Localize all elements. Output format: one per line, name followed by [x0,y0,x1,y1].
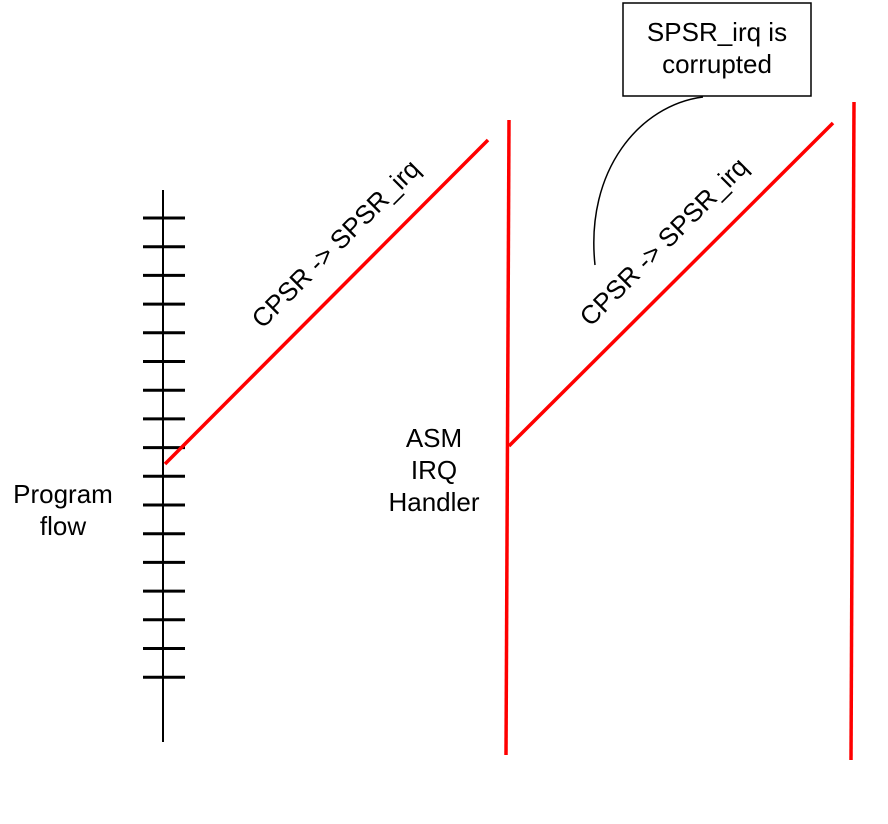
program-flow-label-line1: Program [13,479,113,509]
irq-entry-line-1 [163,138,490,466]
corruption-callout: SPSR_irq is corrupted [593,2,812,266]
callout-box [622,2,812,97]
transition-label-1: CPSR -> SPSR_irq [246,154,426,334]
asm-irq-handler-line [504,119,511,756]
callout-text-line2: corrupted [662,49,772,79]
program-flow-timeline [143,190,185,742]
transition-label-2: CPSR -> SPSR_irq [574,152,754,332]
handler-label-line2: IRQ [411,455,457,485]
nested-irq-handler-line [849,101,856,761]
handler-label-line3: Handler [388,487,479,517]
irq-entry-line-2 [507,121,835,448]
program-flow-label-line2: flow [40,511,86,541]
timeline-ticks [143,216,185,679]
callout-text-line1: SPSR_irq is [647,17,787,47]
handler-label-line1: ASM [406,423,462,453]
callout-leader [593,96,704,266]
